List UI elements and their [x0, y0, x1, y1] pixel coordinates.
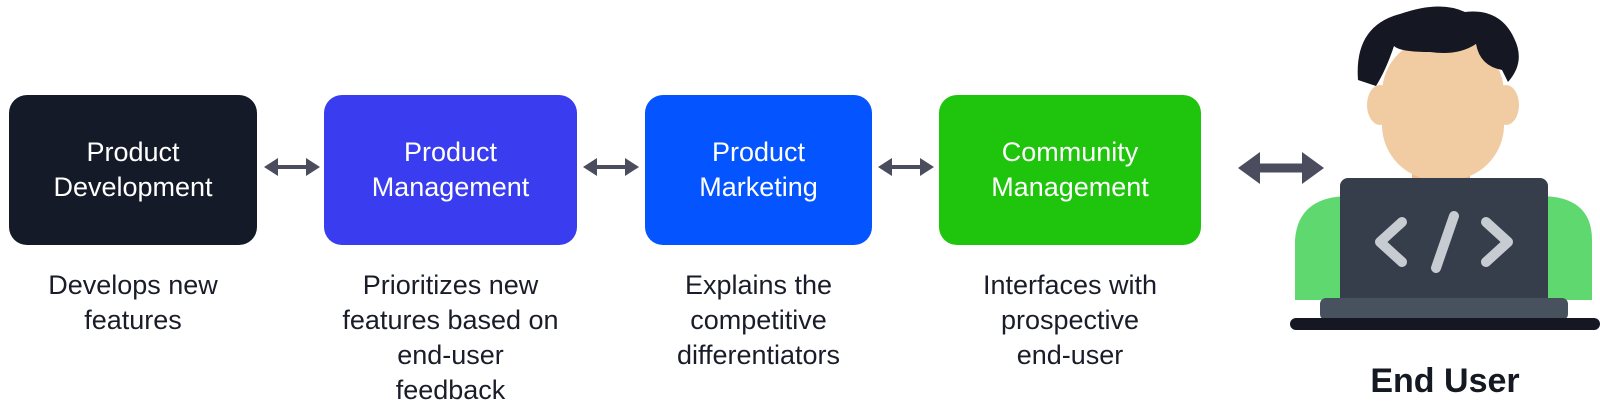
step-box-product-development: Product Development: [9, 95, 257, 245]
step-description: Prioritizes new features based on end-us…: [342, 270, 559, 405]
double-arrow-icon: [878, 158, 934, 176]
step-description: Develops new features: [48, 270, 218, 335]
double-arrow-icon: [583, 158, 639, 176]
laptop-icon: [1290, 178, 1600, 330]
end-user-label: End User: [1370, 362, 1520, 400]
large-double-arrow-icon: [1238, 152, 1324, 184]
step-description: Explains the competitive differentiators: [676, 270, 841, 370]
step-title: Product Management: [371, 137, 530, 202]
step-title: Product Marketing: [699, 137, 818, 202]
step-title: Community Management: [991, 137, 1149, 202]
code-brackets-icon: [1375, 211, 1513, 273]
step-description: Interfaces with prospective end-user: [982, 270, 1158, 370]
end-user-avatar: [1290, 6, 1600, 330]
step-box-product-marketing: Product Marketing: [645, 95, 872, 245]
step-title: Product Development: [53, 137, 213, 202]
step-box-community-management: Community Management: [939, 95, 1201, 245]
double-arrow-icon: [264, 158, 320, 176]
step-box-product-management: Product Management: [324, 95, 577, 245]
